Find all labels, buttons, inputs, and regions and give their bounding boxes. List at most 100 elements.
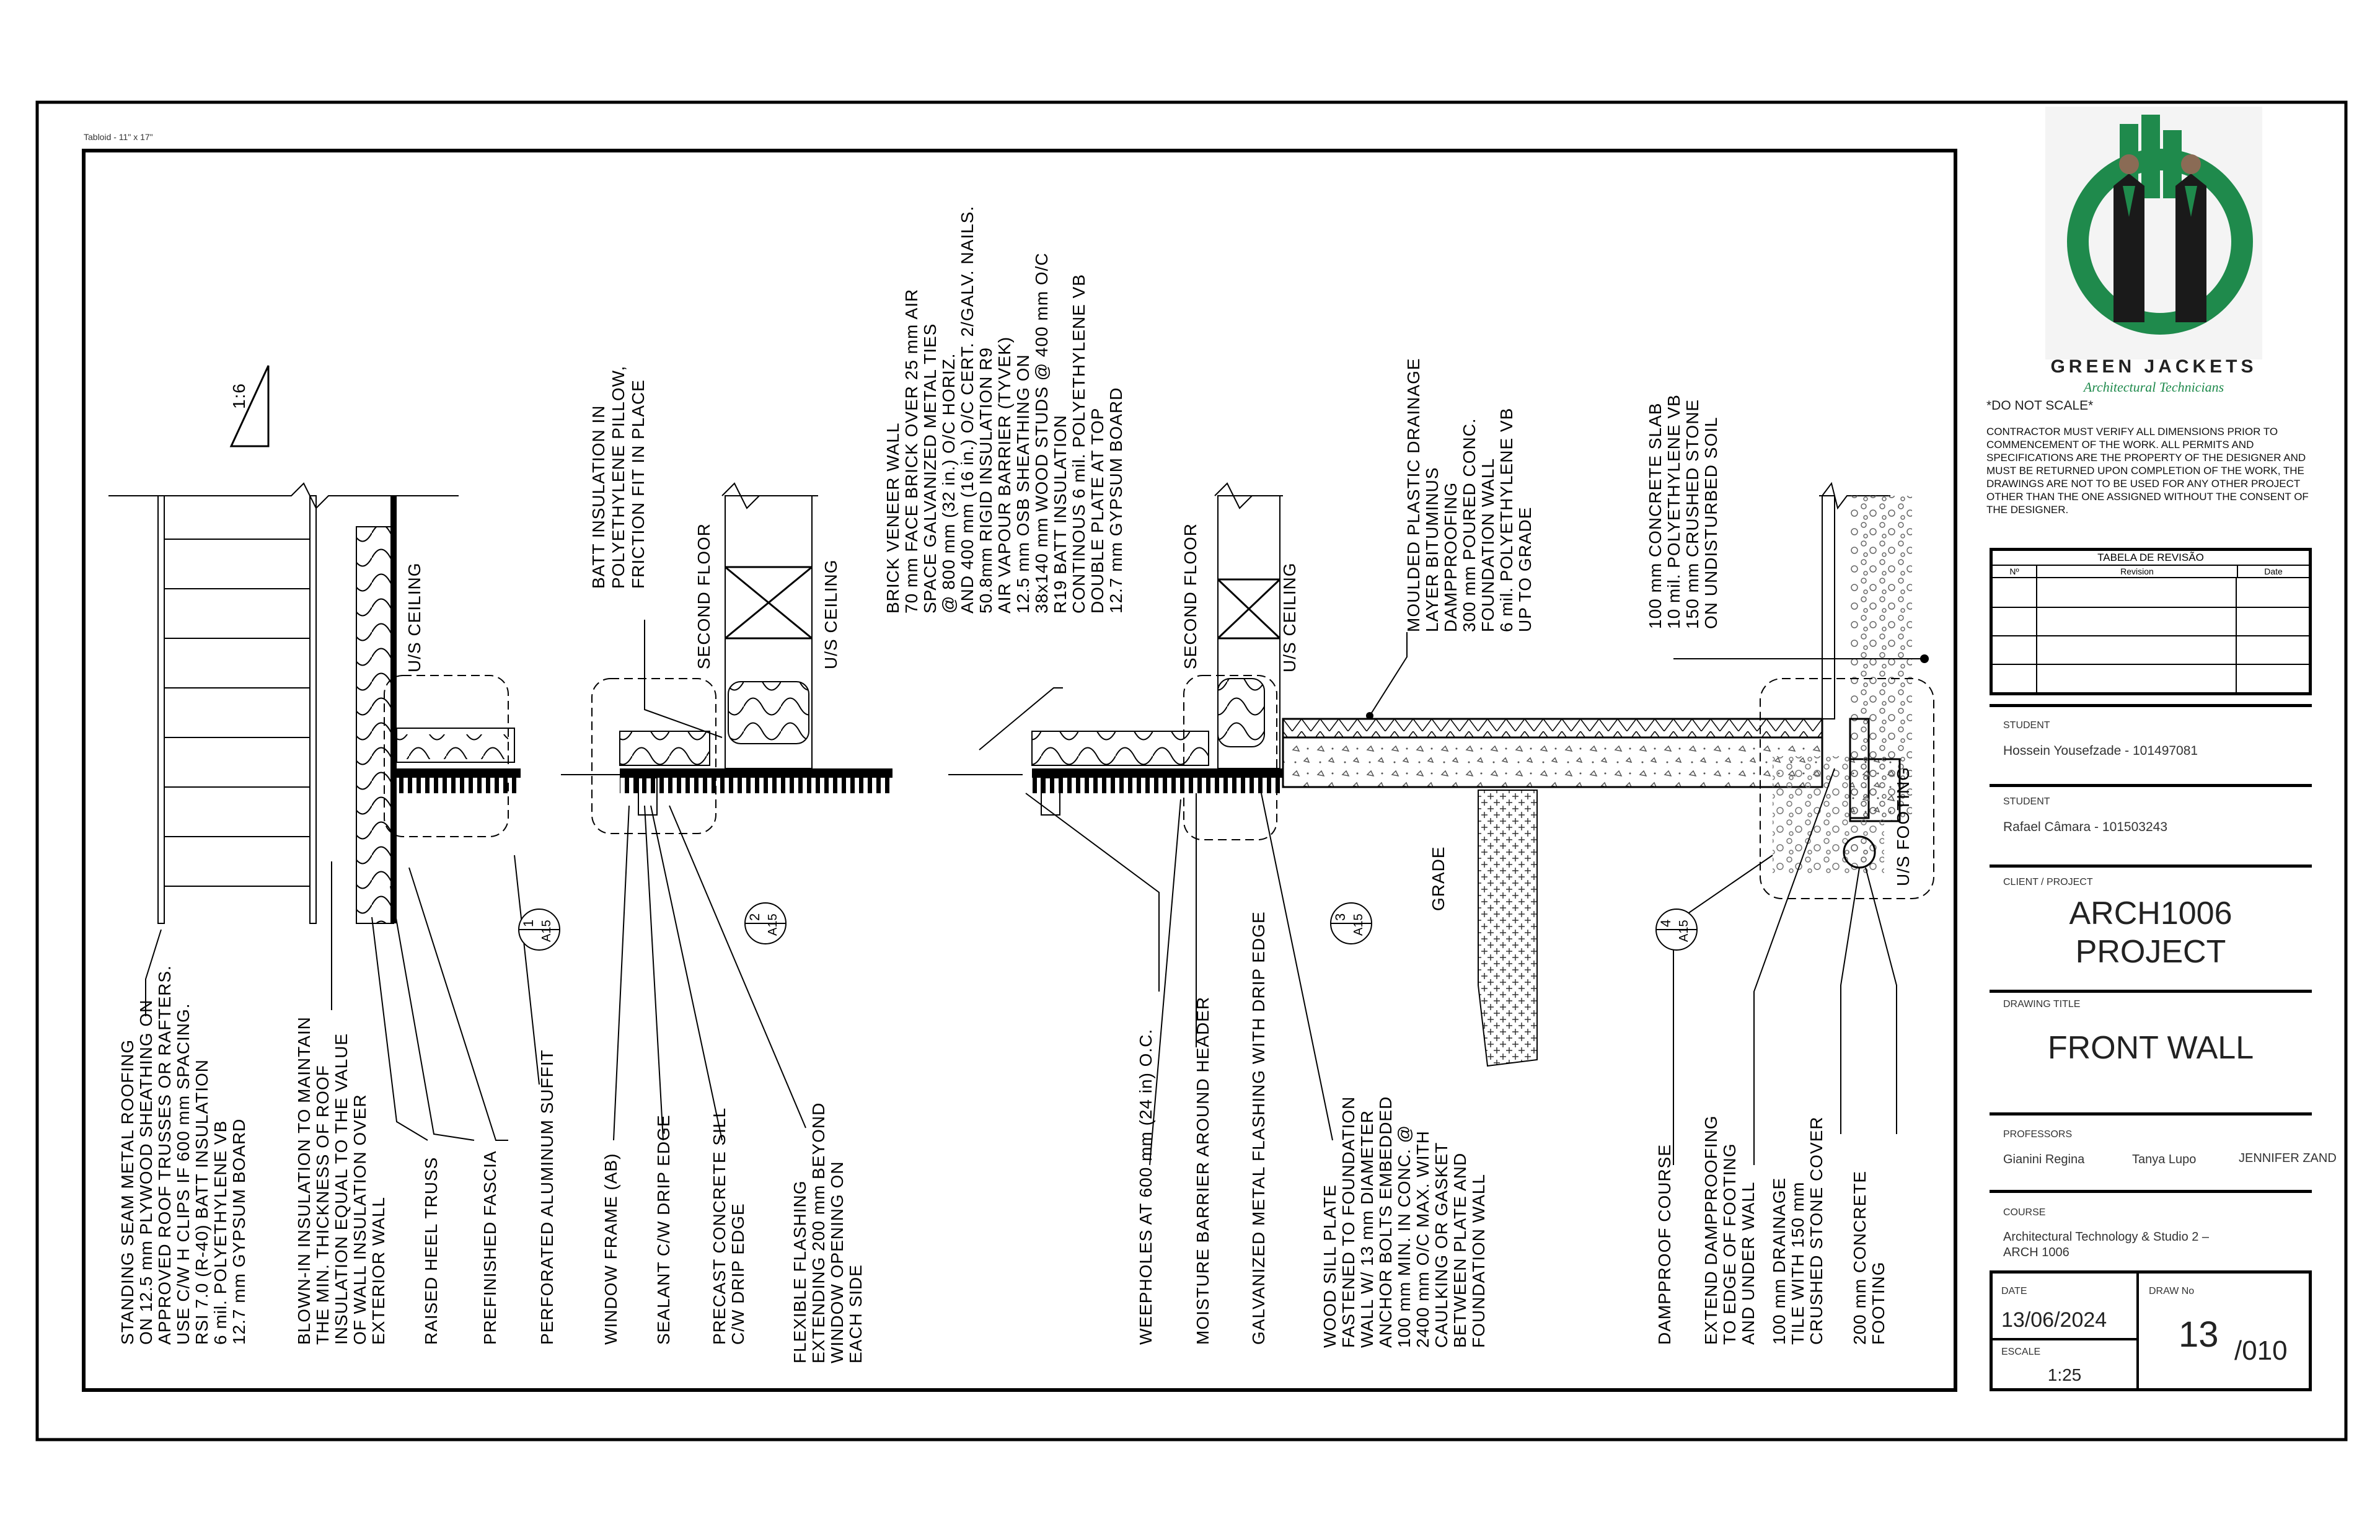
note-line: 2400 mm O/C MAX. WITH <box>1413 1130 1432 1348</box>
note-line: @ 800 mm (32 in.) O/C HORIZ. <box>939 353 958 614</box>
note-line: 38x140 mm WOOD STUDS @ 400 mm O/C <box>1032 252 1051 614</box>
note-dampproof-course: DAMPPROOF COURSE <box>1655 1144 1674 1345</box>
label-us-footing: U/S FOOTING <box>1893 767 1913 886</box>
note-foundation-wall: MOULDED PLASTIC DRAINAGE LAYER BITUMINUS… <box>1404 358 1535 632</box>
note-line: EXTENDING 200 mm BEYOND <box>809 1102 828 1363</box>
student-label-1: STUDENT <box>2003 720 2050 731</box>
note-line: APPROVED ROOF TRUSSES OR RAFTERS. <box>155 965 174 1345</box>
revision-col-date: Date <box>2264 566 2283 576</box>
revision-col-revision: Revision <box>2037 566 2238 577</box>
note-line: TO EDGE OF FOOTING <box>1720 1143 1739 1345</box>
note-line: 150 mm CRUSHED STONE <box>1683 399 1702 629</box>
note-line: FOOTING <box>1869 1261 1888 1345</box>
slope-indicator: 1:6 <box>229 365 270 447</box>
note-sill-plate: WOOD SILL PLATE FASTENED TO FOUNDATION W… <box>1320 1096 1488 1348</box>
note-line: BATT INSULATION IN <box>589 405 608 589</box>
professor-3: JENNIFER ZAND <box>2239 1151 2337 1165</box>
detail-ref-1[interactable]: 1 A15 <box>518 909 560 951</box>
section-window <box>561 482 892 834</box>
note-roofing: STANDING SEAM METAL ROOFING ON 12.5 mm P… <box>118 965 249 1345</box>
green-jackets-logo <box>2045 107 2262 359</box>
detail-ref-2[interactable]: 2 A15 <box>744 902 787 944</box>
note-line: EACH SIDE <box>846 1264 865 1363</box>
note-line: UP TO GRADE <box>1515 507 1535 632</box>
label-grade: GRADE <box>1429 846 1448 911</box>
note-moisture-barrier: MOISTURE BARRIER AROUND HEADER <box>1193 997 1212 1345</box>
revision-table: TABELA DE REVISÃO Nº Revision Date <box>1990 548 2312 695</box>
note-line: 100 mm CONCRETE SLAB <box>1646 403 1665 629</box>
note-line: 70 mm FACE BRICK OVER 25 mm AIR <box>902 289 921 614</box>
rule <box>1990 1112 2312 1115</box>
note-line: EXTEND DAMPPROOFING <box>1701 1115 1721 1345</box>
detail-ref-4[interactable]: 4 A15 <box>1655 909 1698 951</box>
detail-ref-2-num: 2 <box>747 913 762 921</box>
note-line: 12.7 mm GYPSUM BOARD <box>229 1119 249 1345</box>
note-line: BRICK VENEER WALL <box>883 423 902 614</box>
note-line: BETWEEN PLATE AND <box>1450 1153 1470 1348</box>
draw-no: 13 <box>2179 1314 2219 1355</box>
note-line: 50.8mm RIGID INSULATION R9 <box>976 347 995 614</box>
detail-bubble-4 <box>1760 678 1934 899</box>
note-precast-sill: PRECAST CONCRETE SILL C/W DRIP EDGE <box>710 1107 747 1345</box>
detail-ref-3-num: 3 <box>1333 913 1348 921</box>
course-line-1: Architectural Technology & Studio 2 – <box>2003 1230 2210 1244</box>
label-us-ceiling-1: U/S CEILING <box>405 563 424 672</box>
note-line: 10 mil. POLYETHYLENE VB <box>1664 394 1683 629</box>
note-line: POLYETHYLENE PILLOW, <box>609 366 628 589</box>
note-line: CONTINOUS 6 mil. POLYETHYLENE VB <box>1069 274 1088 614</box>
brand-name: GREEN JACKETS <box>2050 356 2257 377</box>
detail-bubble-1 <box>384 675 509 837</box>
professor-1: Gianini Regina <box>2003 1153 2085 1166</box>
draw-total: /010 <box>2234 1335 2288 1366</box>
sheet-size-label: Tabloid - 11" x 17" <box>84 132 153 142</box>
note-line: BLOWN-IN INSULATION TO MAINTAIN <box>294 1016 314 1345</box>
course-label: COURSE <box>2003 1207 2046 1218</box>
date-label: DATE <box>2001 1286 2027 1296</box>
revision-col-no: Nº <box>1993 566 2037 577</box>
note-line: WINDOW OPENING ON <box>827 1161 847 1363</box>
disclaimer: CONTRACTOR MUST VERIFY ALL DIMENSIONS PR… <box>1986 426 2309 516</box>
note-line: AND 400 mm (16 in.) O/C CERT. 2/GALV. NA… <box>958 206 977 614</box>
note-line: C/W DRIP EDGE <box>728 1203 747 1345</box>
note-line: WOOD SILL PLATE <box>1320 1184 1339 1348</box>
rule <box>1990 865 2312 868</box>
note-line: AIR VAPOUR BARRIER (TYVEK) <box>995 337 1014 614</box>
note-line: ON 12.5 mm PLYWOOD SHEATHING ON <box>136 1000 156 1345</box>
rule <box>1990 704 2312 707</box>
note-line: FOUNDATION WALL <box>1469 1174 1488 1348</box>
revision-title: TABELA DE REVISÃO <box>1993 551 2309 566</box>
note-line: CAULKING OR GASKET <box>1432 1142 1451 1348</box>
note-slab: 100 mm CONCRETE SLAB 10 mil. POLYETHYLEN… <box>1646 394 1721 629</box>
brand-subtitle: Architectural Technicians <box>2083 379 2224 395</box>
note-brick-veneer: BRICK VENEER WALL 70 mm FACE BRICK OVER … <box>883 206 1126 614</box>
note-line: PRECAST CONCRETE SILL <box>710 1107 729 1345</box>
note-line: WALL W/ 13 mm DIAMETER <box>1357 1110 1377 1348</box>
drawing-title: FRONT WALL <box>2047 1030 2254 1066</box>
note-line: USE C/W H CLIPS IF 600 mm SPACING. <box>174 1003 193 1345</box>
note-batt-pillow: BATT INSULATION IN POLYETHYLENE PILLOW, … <box>589 366 648 589</box>
date-value: 13/06/2024 <box>2001 1308 2107 1332</box>
label-second-floor-2: SECOND FLOOR <box>1181 523 1200 669</box>
note-line: STANDING SEAM METAL ROOFING <box>118 1039 137 1345</box>
detail-ref-4-sheet: A15 <box>1677 920 1691 942</box>
note-soffit: PERFORATED ALUMINUM SUFFIT <box>537 1049 557 1345</box>
note-line: RSI 7.0 (R-40) BATT INSULATION <box>192 1059 211 1345</box>
detail-ref-3[interactable]: 3 A15 <box>1330 902 1372 944</box>
rule <box>1990 990 2312 993</box>
draw-no-label: DRAW No <box>2149 1286 2195 1296</box>
course-line-2: ARCH 1006 <box>2003 1246 2069 1259</box>
leader-lines <box>145 620 1924 1166</box>
do-not-scale: *DO NOT SCALE* <box>1986 398 2094 413</box>
note-line: 12.5 mm OSB SHEATHING ON <box>1013 354 1033 614</box>
note-line: 100 mm MIN. IN CONC. @ <box>1395 1125 1414 1348</box>
note-line: FRICTION FIT IN PLACE <box>628 379 648 589</box>
note-line: AND UNDER WALL <box>1739 1182 1758 1345</box>
note-line: FOUNDATION WALL <box>1478 458 1497 632</box>
note-line: 12.7 mm GYPSUM BOARD <box>1106 387 1126 614</box>
client-line-2: PROJECT <box>2075 934 2226 970</box>
note-heel-truss: RAISED HEEL TRUSS <box>421 1157 441 1345</box>
note-line: MOULDED PLASTIC DRAINAGE <box>1404 358 1423 632</box>
section-floor <box>948 482 1283 840</box>
note-line: ANCHOR BOLTS EMBEDDED <box>1376 1096 1395 1348</box>
